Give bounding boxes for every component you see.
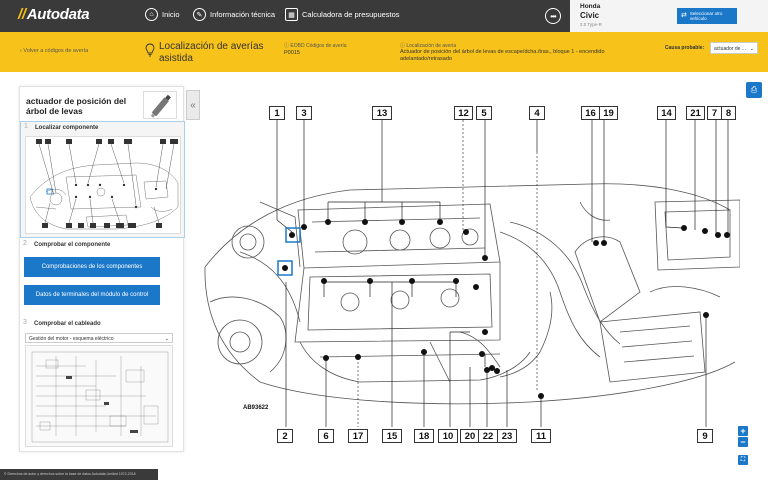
component-title: actuador de posición del árbol de levas [26, 96, 127, 117]
top-navigation-bar: //Autodata ⌂ Inicio ✎ Información técnic… [0, 0, 768, 32]
more-dots-icon: ••• [550, 11, 556, 21]
swap-icon: ⇄ [681, 11, 687, 19]
callout-8[interactable]: 8 [721, 106, 736, 120]
troubleshooting-panel: actuador de posición del árbol de levas … [19, 86, 185, 452]
double-chevron-left-icon: « [190, 99, 196, 111]
component-checks-button[interactable]: Comprobaciones de los componentes [24, 257, 160, 277]
chevron-left-icon: ‹ [20, 48, 22, 54]
callout-14[interactable]: 14 [657, 106, 676, 120]
page-title: Localización de averías asistida [159, 41, 264, 64]
vehicle-model: Civic [580, 11, 600, 20]
callout-19[interactable]: 19 [599, 106, 618, 120]
chevron-down-icon: ⌄ [749, 46, 754, 52]
callout-22[interactable]: 22 [478, 429, 498, 443]
callout-17[interactable]: 17 [348, 429, 368, 443]
zoom-in-button[interactable]: + [738, 426, 748, 436]
printer-icon: ⎙ [750, 85, 758, 94]
step-2-number: 2 [23, 240, 27, 247]
callout-6[interactable]: 6 [318, 429, 334, 443]
callout-9[interactable]: 9 [697, 429, 713, 443]
callout-18[interactable]: 18 [414, 429, 434, 443]
vehicle-make: Honda [580, 3, 601, 10]
step-3-label: Comprobar el cableado [34, 321, 101, 327]
fullscreen-icon: ⛶ [740, 457, 746, 463]
lightbulb-icon [145, 43, 155, 57]
more-options-button[interactable]: ••• [545, 8, 561, 24]
vehicle-variant: 2.0 Type-R [580, 22, 602, 27]
vehicle-info-box: Honda Civic 2.0 Type-R ⇄ Seleccionar otr… [570, 0, 768, 32]
dtc-label: ⓘ EOBD Códigos de avería [284, 43, 347, 49]
component-thumbnail [143, 91, 177, 119]
callout-20[interactable]: 20 [460, 429, 480, 443]
callout-11[interactable]: 11 [531, 429, 551, 443]
wiring-diagram-thumbnail[interactable] [25, 345, 173, 447]
callout-1[interactable]: 1 [269, 106, 285, 120]
chevron-down-icon: ⌄ [164, 336, 169, 342]
step-3-number: 3 [23, 319, 27, 326]
callout-15[interactable]: 15 [382, 429, 402, 443]
mini-engine-diagram[interactable] [25, 136, 181, 234]
callout-3[interactable]: 3 [296, 106, 312, 120]
wrench-icon: ✎ [193, 8, 206, 21]
fullscreen-button[interactable]: ⛶ [738, 455, 748, 465]
callout-7[interactable]: 7 [707, 106, 722, 120]
nav-home[interactable]: ⌂ Inicio [145, 8, 180, 21]
callout-10[interactable]: 10 [438, 429, 458, 443]
engine-bay-diagram: 1 3 13 12 5 4 16 19 14 21 7 8 2 6 17 15 … [200, 92, 741, 452]
step-locate-component: 1 Localizar componente [20, 121, 185, 238]
callout-4[interactable]: 4 [529, 106, 545, 120]
collapse-panel-button[interactable]: « [186, 90, 200, 120]
callout-12[interactable]: 12 [454, 106, 473, 120]
zoom-out-button[interactable]: − [738, 437, 748, 447]
callout-2[interactable]: 2 [277, 429, 293, 443]
callout-13[interactable]: 13 [372, 106, 392, 120]
select-other-vehicle-button[interactable]: ⇄ Seleccionar otro vehículo [677, 8, 737, 24]
callout-23[interactable]: 23 [497, 429, 517, 443]
copyright-footer: © Derechos de autor y derechos sobre la … [0, 469, 158, 480]
autodata-logo[interactable]: //Autodata [18, 6, 90, 23]
home-icon: ⌂ [145, 8, 158, 21]
info-icon: ⓘ [284, 43, 290, 49]
calculator-icon: ▦ [285, 8, 298, 21]
location-label: ⓘ Localización de avería [400, 43, 457, 49]
wiring-diagram-select[interactable]: Gestión del motor - esquema eléctrico ⌄ [25, 333, 173, 343]
nav-estimate-calculator[interactable]: ▦ Calculadora de presupuestos [285, 8, 400, 21]
probable-cause-label: Causa probable: [665, 45, 705, 51]
diagram-reference-code: AB93622 [243, 405, 269, 411]
minus-icon: − [740, 436, 746, 447]
callout-16[interactable]: 16 [581, 106, 600, 120]
dtc-code: P0015 [284, 50, 300, 56]
callout-5[interactable]: 5 [476, 106, 492, 120]
plus-icon: + [740, 425, 746, 436]
probable-cause-select[interactable]: actuador de ... ⌄ [710, 42, 758, 54]
back-to-fault-codes-link[interactable]: ‹ Volver a códigos de avería [20, 48, 89, 54]
control-module-terminal-data-button[interactable]: Datos de terminales del módulo de contro… [24, 285, 160, 305]
info-icon: ⓘ [400, 43, 406, 49]
callout-21[interactable]: 21 [686, 106, 705, 120]
nav-technical-information[interactable]: ✎ Información técnica [193, 8, 275, 21]
print-button[interactable]: ⎙ [746, 82, 762, 98]
page-header: ‹ Volver a códigos de avería Localizació… [0, 32, 768, 72]
step-2-label: Comprobar el componente [34, 242, 111, 248]
fault-location-text: Actuador de posición del árbol de levas … [400, 49, 605, 63]
